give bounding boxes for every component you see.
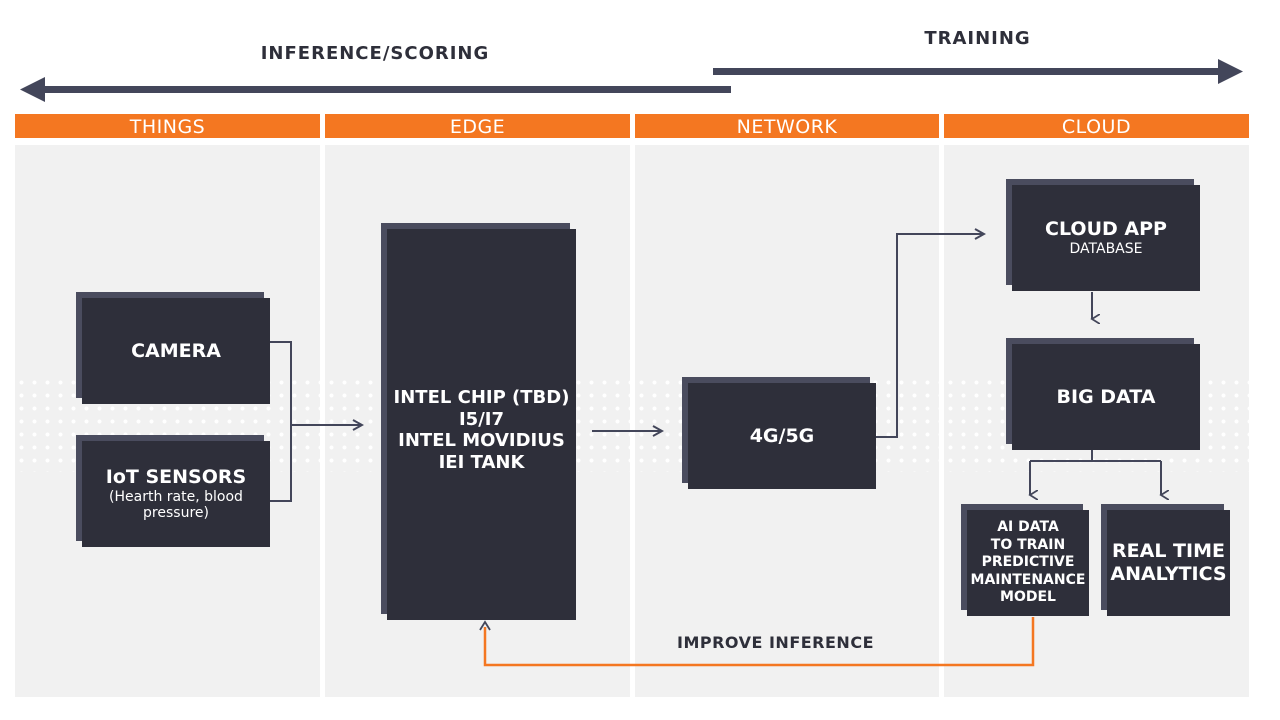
- cloud-app-box: CLOUD APP DATABASE: [1012, 185, 1200, 291]
- cloud-app-title: CLOUD APP: [1045, 218, 1167, 241]
- real-time-analytics-box: REAL TIME ANALYTICS: [1107, 510, 1230, 616]
- iot-title: IoT SENSORS: [105, 465, 247, 488]
- improve-inference-label: IMPROVE INFERENCE: [677, 633, 874, 652]
- camera-box: CAMERA: [82, 298, 270, 404]
- column-header-network: NETWORK: [635, 114, 939, 138]
- column-header-things: THINGS: [15, 114, 320, 138]
- ai-data-box: AI DATA TO TRAIN PREDICTIVE MAINTENANCE …: [967, 510, 1089, 616]
- training-label: TRAINING: [924, 28, 1031, 49]
- iot-subtitle: (Hearth rate, blood pressure): [109, 488, 243, 522]
- edge-line-3: INTEL MOVIDIUS: [398, 430, 565, 452]
- improve-inference-loop: [479, 617, 1035, 667]
- network-box: 4G/5G: [688, 383, 876, 489]
- cloud-app-subtitle: DATABASE: [1069, 241, 1143, 257]
- big-data-title: BIG DATA: [1056, 385, 1156, 408]
- ai-data-line-1: AI DATA: [997, 519, 1059, 536]
- ai-data-line-3: PREDICTIVE: [981, 554, 1075, 571]
- ai-data-line-4: MAINTENANCE: [970, 571, 1086, 588]
- camera-title: CAMERA: [131, 339, 221, 362]
- bigdata-split-arrows: [1030, 450, 1161, 495]
- big-data-box: BIG DATA: [1012, 344, 1200, 450]
- iot-sensors-box: IoT SENSORS (Hearth rate, blood pressure…: [82, 441, 270, 547]
- edge-line-2: I5/I7: [458, 408, 505, 430]
- edge-chip-box: INTEL CHIP (TBD) I5/I7 INTEL MOVIDIUS IE…: [387, 229, 576, 620]
- column-header-edge: EDGE: [325, 114, 630, 138]
- edge-line-1: INTEL CHIP (TBD): [393, 387, 570, 408]
- things-to-edge-arrow: [270, 341, 362, 502]
- inference-arrow: [20, 77, 731, 102]
- real-time-line-1: REAL TIME: [1112, 540, 1225, 563]
- inference-label: INFERENCE/SCORING: [260, 43, 490, 64]
- network-to-cloud-arrow: [876, 234, 984, 438]
- network-title: 4G/5G: [749, 424, 815, 447]
- edge-line-4: IEI TANK: [438, 451, 525, 473]
- ai-data-line-2: TO TRAIN: [990, 536, 1066, 553]
- training-arrow: [713, 59, 1243, 84]
- real-time-line-2: ANALYTICS: [1110, 563, 1227, 585]
- column-header-cloud: CLOUD: [944, 114, 1249, 138]
- ai-data-line-5: MODEL: [1000, 589, 1056, 606]
